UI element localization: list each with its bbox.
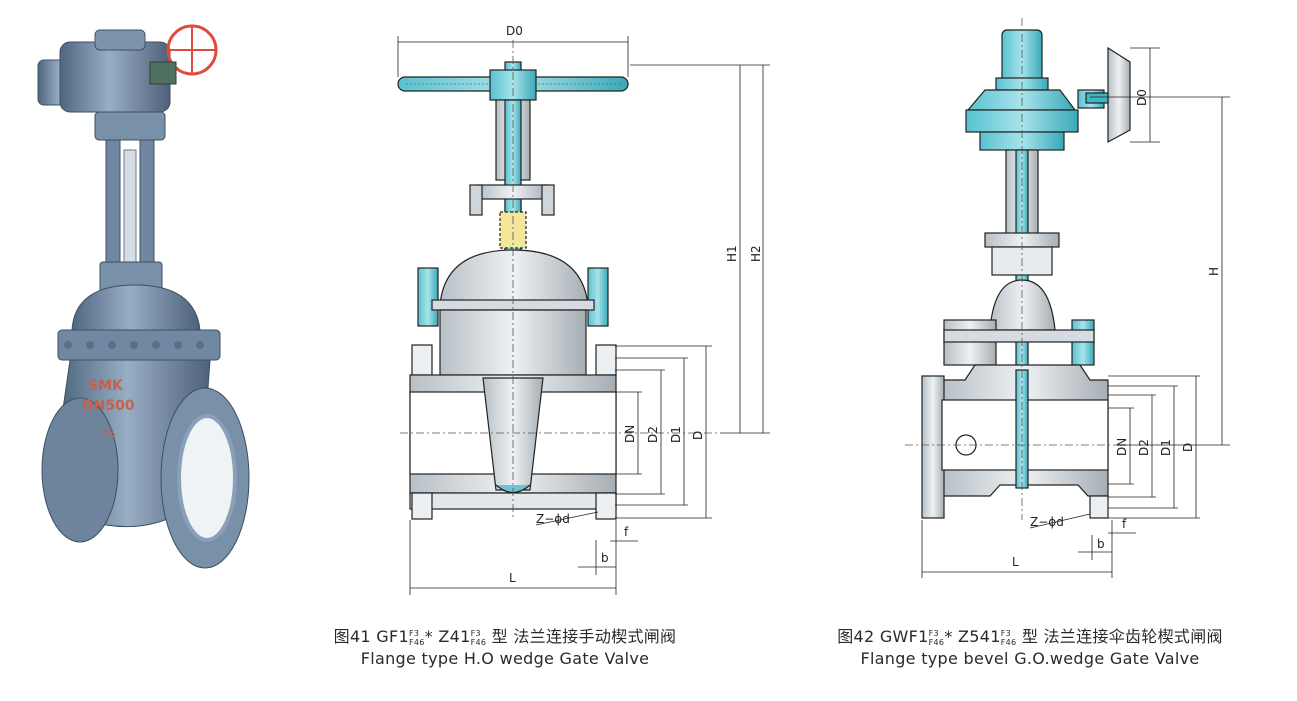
photo-size: DN500 (82, 398, 135, 414)
dim-h2: H2 (749, 245, 763, 262)
fig41-drawing (397, 40, 720, 520)
dim-f-fig41: f (624, 525, 629, 539)
caption-fig42-en: Flange type bevel G.O.wedge Gate Valve (860, 649, 1200, 668)
dim-d-fig41: D (691, 431, 705, 440)
caption-fig41-mid: Z41 (438, 627, 471, 646)
fig41-dimension-labels: D0 H1 H2 DN D2 D1 D L b f Z−ϕd (506, 24, 763, 585)
dim-l-fig41: L (509, 571, 516, 585)
fig42-dimension-labels: D0 H DN D2 D1 D L b f Z−ϕd (1012, 89, 1221, 569)
dim-dn-fig42: DN (1115, 438, 1129, 456)
dim-d0-fig41: D0 (506, 24, 523, 38)
dim-b-fig41: b (601, 551, 609, 565)
photo-brand: SMK (88, 378, 124, 394)
fig42-drawing (905, 18, 1131, 520)
valve-photo: SMK DN500 16 (37, 24, 250, 569)
dim-d1-fig41: D1 (669, 426, 683, 443)
caption-fig41-suffix: 型 法兰连接手动楔式闸阀 (491, 627, 677, 646)
dim-d2-fig41: D2 (646, 426, 660, 443)
dim-h: H (1207, 267, 1221, 276)
dim-dn-fig41: DN (623, 425, 637, 443)
dim-b-fig42: b (1097, 537, 1105, 551)
photo-pressure: 16 (100, 427, 115, 441)
caption-fig41-en: Flange type H.O wedge Gate Valve (360, 649, 650, 668)
dim-f-fig42: f (1122, 517, 1127, 531)
dim-d2-fig42: D2 (1137, 439, 1151, 456)
dim-l-fig42: L (1012, 555, 1019, 569)
caption-fig42-mid: Z541 (958, 627, 1001, 646)
dim-d-fig42: D (1181, 443, 1195, 452)
caption-fig42-prefix: 图42 GWF1 (837, 627, 929, 646)
fig42-dimension-lines (921, 47, 1230, 578)
caption-fig41-prefix: 图41 GF1 (333, 627, 409, 646)
fig41-dimension-lines (397, 36, 770, 595)
dim-d1-fig42: D1 (1159, 439, 1173, 456)
dim-d0-fig42: D0 (1135, 89, 1149, 106)
caption-fig42-suffix: 型 法兰连接伞齿轮楔式闸阀 (1021, 627, 1223, 646)
dim-h1: H1 (725, 245, 739, 262)
dim-zphi-fig41: Z−ϕd (536, 512, 570, 526)
dim-zphi-fig42: Z−ϕd (1030, 515, 1064, 529)
